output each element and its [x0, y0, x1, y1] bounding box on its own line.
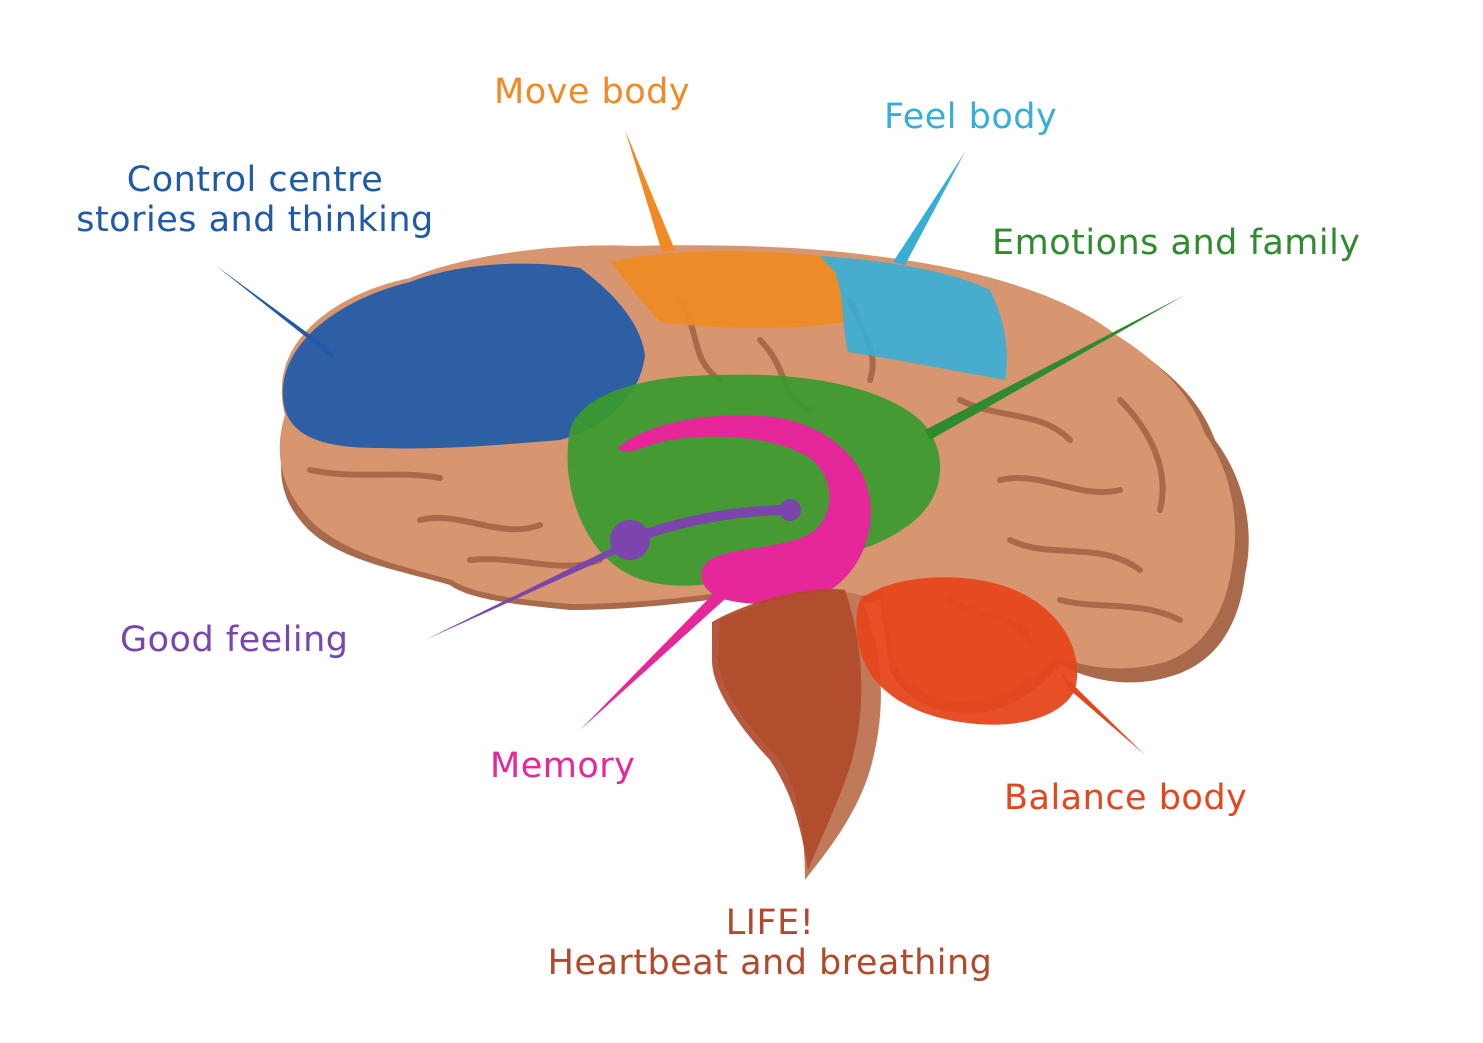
label-feel-body-text: Feel body [884, 97, 1057, 137]
label-control-centre-line-2: stories and thinking [40, 200, 470, 240]
label-good-feeling: Good feeling [120, 620, 349, 660]
label-control-centre: Control centre stories and thinking [40, 160, 470, 240]
label-memory: Memory [490, 746, 635, 786]
label-emotions-family-text: Emotions and family [992, 223, 1361, 263]
pointer-control-centre [215, 265, 335, 360]
label-balance-body: Balance body [1004, 778, 1247, 818]
pointer-balance-body [1060, 672, 1145, 755]
label-move-body-text: Move body [494, 72, 690, 112]
label-feel-body: Feel body [884, 97, 1057, 137]
pointer-move-body [625, 130, 675, 252]
label-memory-text: Memory [490, 746, 635, 786]
label-good-feeling-text: Good feeling [120, 620, 349, 660]
label-balance-body-text: Balance body [1004, 778, 1247, 818]
label-life: LIFE! Heartbeat and breathing [470, 903, 1070, 983]
label-emotions-family: Emotions and family [992, 223, 1361, 263]
label-life-line-2: Heartbeat and breathing [470, 943, 1070, 983]
label-life-line-1: LIFE! [470, 903, 1070, 943]
label-control-centre-line-1: Control centre [40, 160, 470, 200]
label-move-body: Move body [494, 72, 690, 112]
pointer-feel-body [893, 152, 965, 265]
